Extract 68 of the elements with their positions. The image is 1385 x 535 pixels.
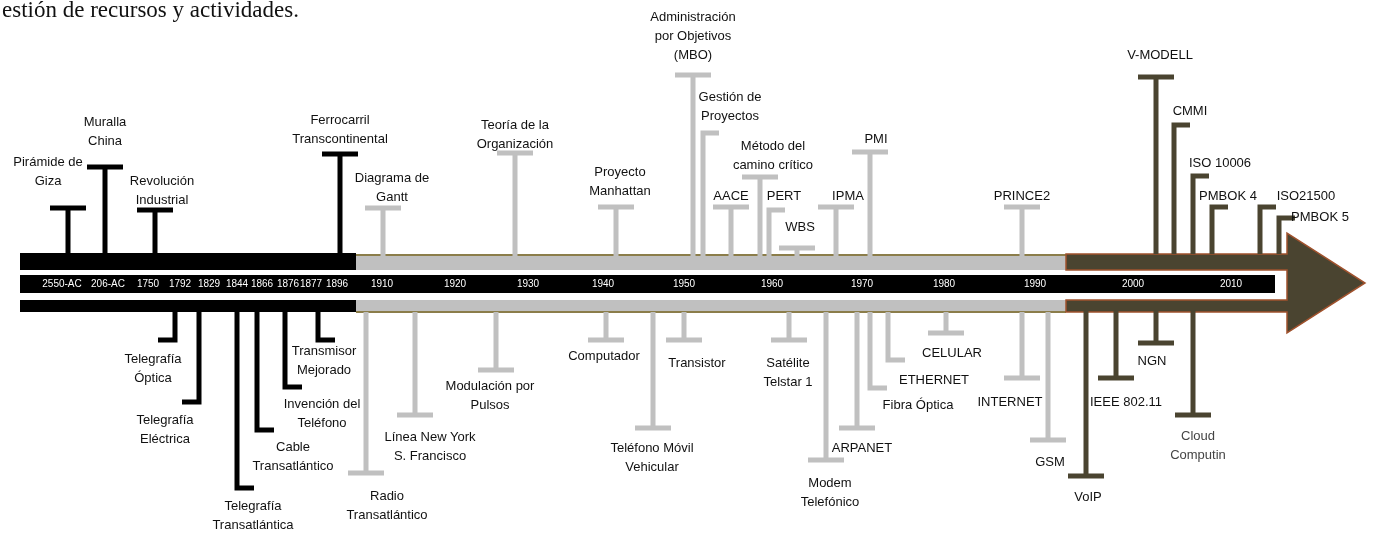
event-label: Radio Transatlántico — [345, 487, 429, 524]
year-label: 1844 — [225, 278, 249, 290]
event-label: Fibra Óptica — [881, 396, 955, 414]
year-label: 206-AC — [91, 278, 125, 290]
year-label: 1970 — [850, 278, 874, 290]
event-label: Método del camino crítico — [731, 137, 815, 174]
event-label: Pirámide de Giza — [12, 153, 84, 190]
event-label: Computador — [567, 347, 641, 365]
event-label: Telegrafía Eléctrica — [135, 411, 195, 448]
event-label: CMMI — [1171, 102, 1209, 120]
year-label: 1980 — [932, 278, 956, 290]
event-label: Gestión de Proyectos — [697, 88, 763, 125]
event-label: Modulación por Pulsos — [444, 377, 536, 414]
year-label: 2550-AC — [42, 278, 82, 290]
year-label: 1940 — [591, 278, 615, 290]
event-label: Diagrama de Gantt — [353, 169, 431, 206]
event-label: Administración por Objetivos (MBO) — [649, 8, 737, 64]
event-label: IEEE 802.11 — [1088, 393, 1163, 411]
event-label: Modem Telefónico — [799, 474, 861, 511]
year-label: 1990 — [1023, 278, 1047, 290]
event-label: Telegrafía Óptica — [123, 350, 183, 387]
event-label: NGN — [1136, 352, 1168, 370]
event-label: ISO21500 — [1275, 187, 1337, 205]
event-label: Línea New York S. Francisco — [383, 428, 477, 465]
year-label: 1750 — [136, 278, 160, 290]
event-label: WBS — [784, 218, 816, 236]
year-label: 1896 — [325, 278, 349, 290]
year-label: 2000 — [1121, 278, 1145, 290]
event-label: Muralla China — [82, 113, 128, 150]
event-label: ETHERNET — [897, 371, 971, 389]
year-label: 1829 — [197, 278, 221, 290]
event-label: PRINCE2 — [992, 187, 1052, 205]
event-label: Cloud Computin — [1169, 427, 1227, 464]
event-label: Satélite Telstar 1 — [762, 354, 814, 391]
event-label: AACE — [712, 187, 750, 205]
event-label: VoIP — [1073, 488, 1103, 506]
event-label: V-MODELL — [1126, 46, 1194, 64]
event-label: Telegrafía Transatlántica — [211, 497, 295, 534]
event-label: Invención del Teléfono — [282, 395, 362, 432]
event-label: CELULAR — [921, 344, 983, 362]
year-label: 2010 — [1219, 278, 1243, 290]
year-label: 1866 — [250, 278, 274, 290]
year-label: 1950 — [672, 278, 696, 290]
event-label: Revolución Industrial — [128, 172, 196, 209]
year-label: 1930 — [516, 278, 540, 290]
event-label: Ferrocarril Transcontinental — [291, 111, 389, 148]
event-label: Proyecto Manhattan — [588, 163, 652, 200]
event-label: ISO 10006 — [1187, 154, 1253, 172]
year-label: 1920 — [443, 278, 467, 290]
event-label: Teléfono Móvil Vehicular — [609, 439, 695, 476]
year-label: 1960 — [760, 278, 784, 290]
event-label: IPMA — [831, 187, 865, 205]
heading-text: estión de recursos y actividades. — [2, 0, 299, 22]
event-label: PMBOK 5 — [1290, 208, 1350, 226]
event-label: Transmisor Mejorado — [290, 342, 358, 379]
event-label: ARPANET — [830, 439, 894, 457]
year-label: 1876 — [276, 278, 300, 290]
event-label: GSM — [1034, 453, 1066, 471]
year-label: 1877 — [299, 278, 323, 290]
event-label: PMBOK 4 — [1198, 187, 1258, 205]
event-label: PERT — [765, 187, 803, 205]
event-label: Cable Transatlántico — [251, 438, 335, 475]
event-label: Transistor — [667, 354, 727, 372]
event-label: Teoría de la Organización — [475, 116, 555, 153]
year-label: 1792 — [168, 278, 192, 290]
year-label: 1910 — [370, 278, 394, 290]
event-label: INTERNET — [976, 393, 1044, 411]
event-label: PMI — [863, 130, 889, 148]
